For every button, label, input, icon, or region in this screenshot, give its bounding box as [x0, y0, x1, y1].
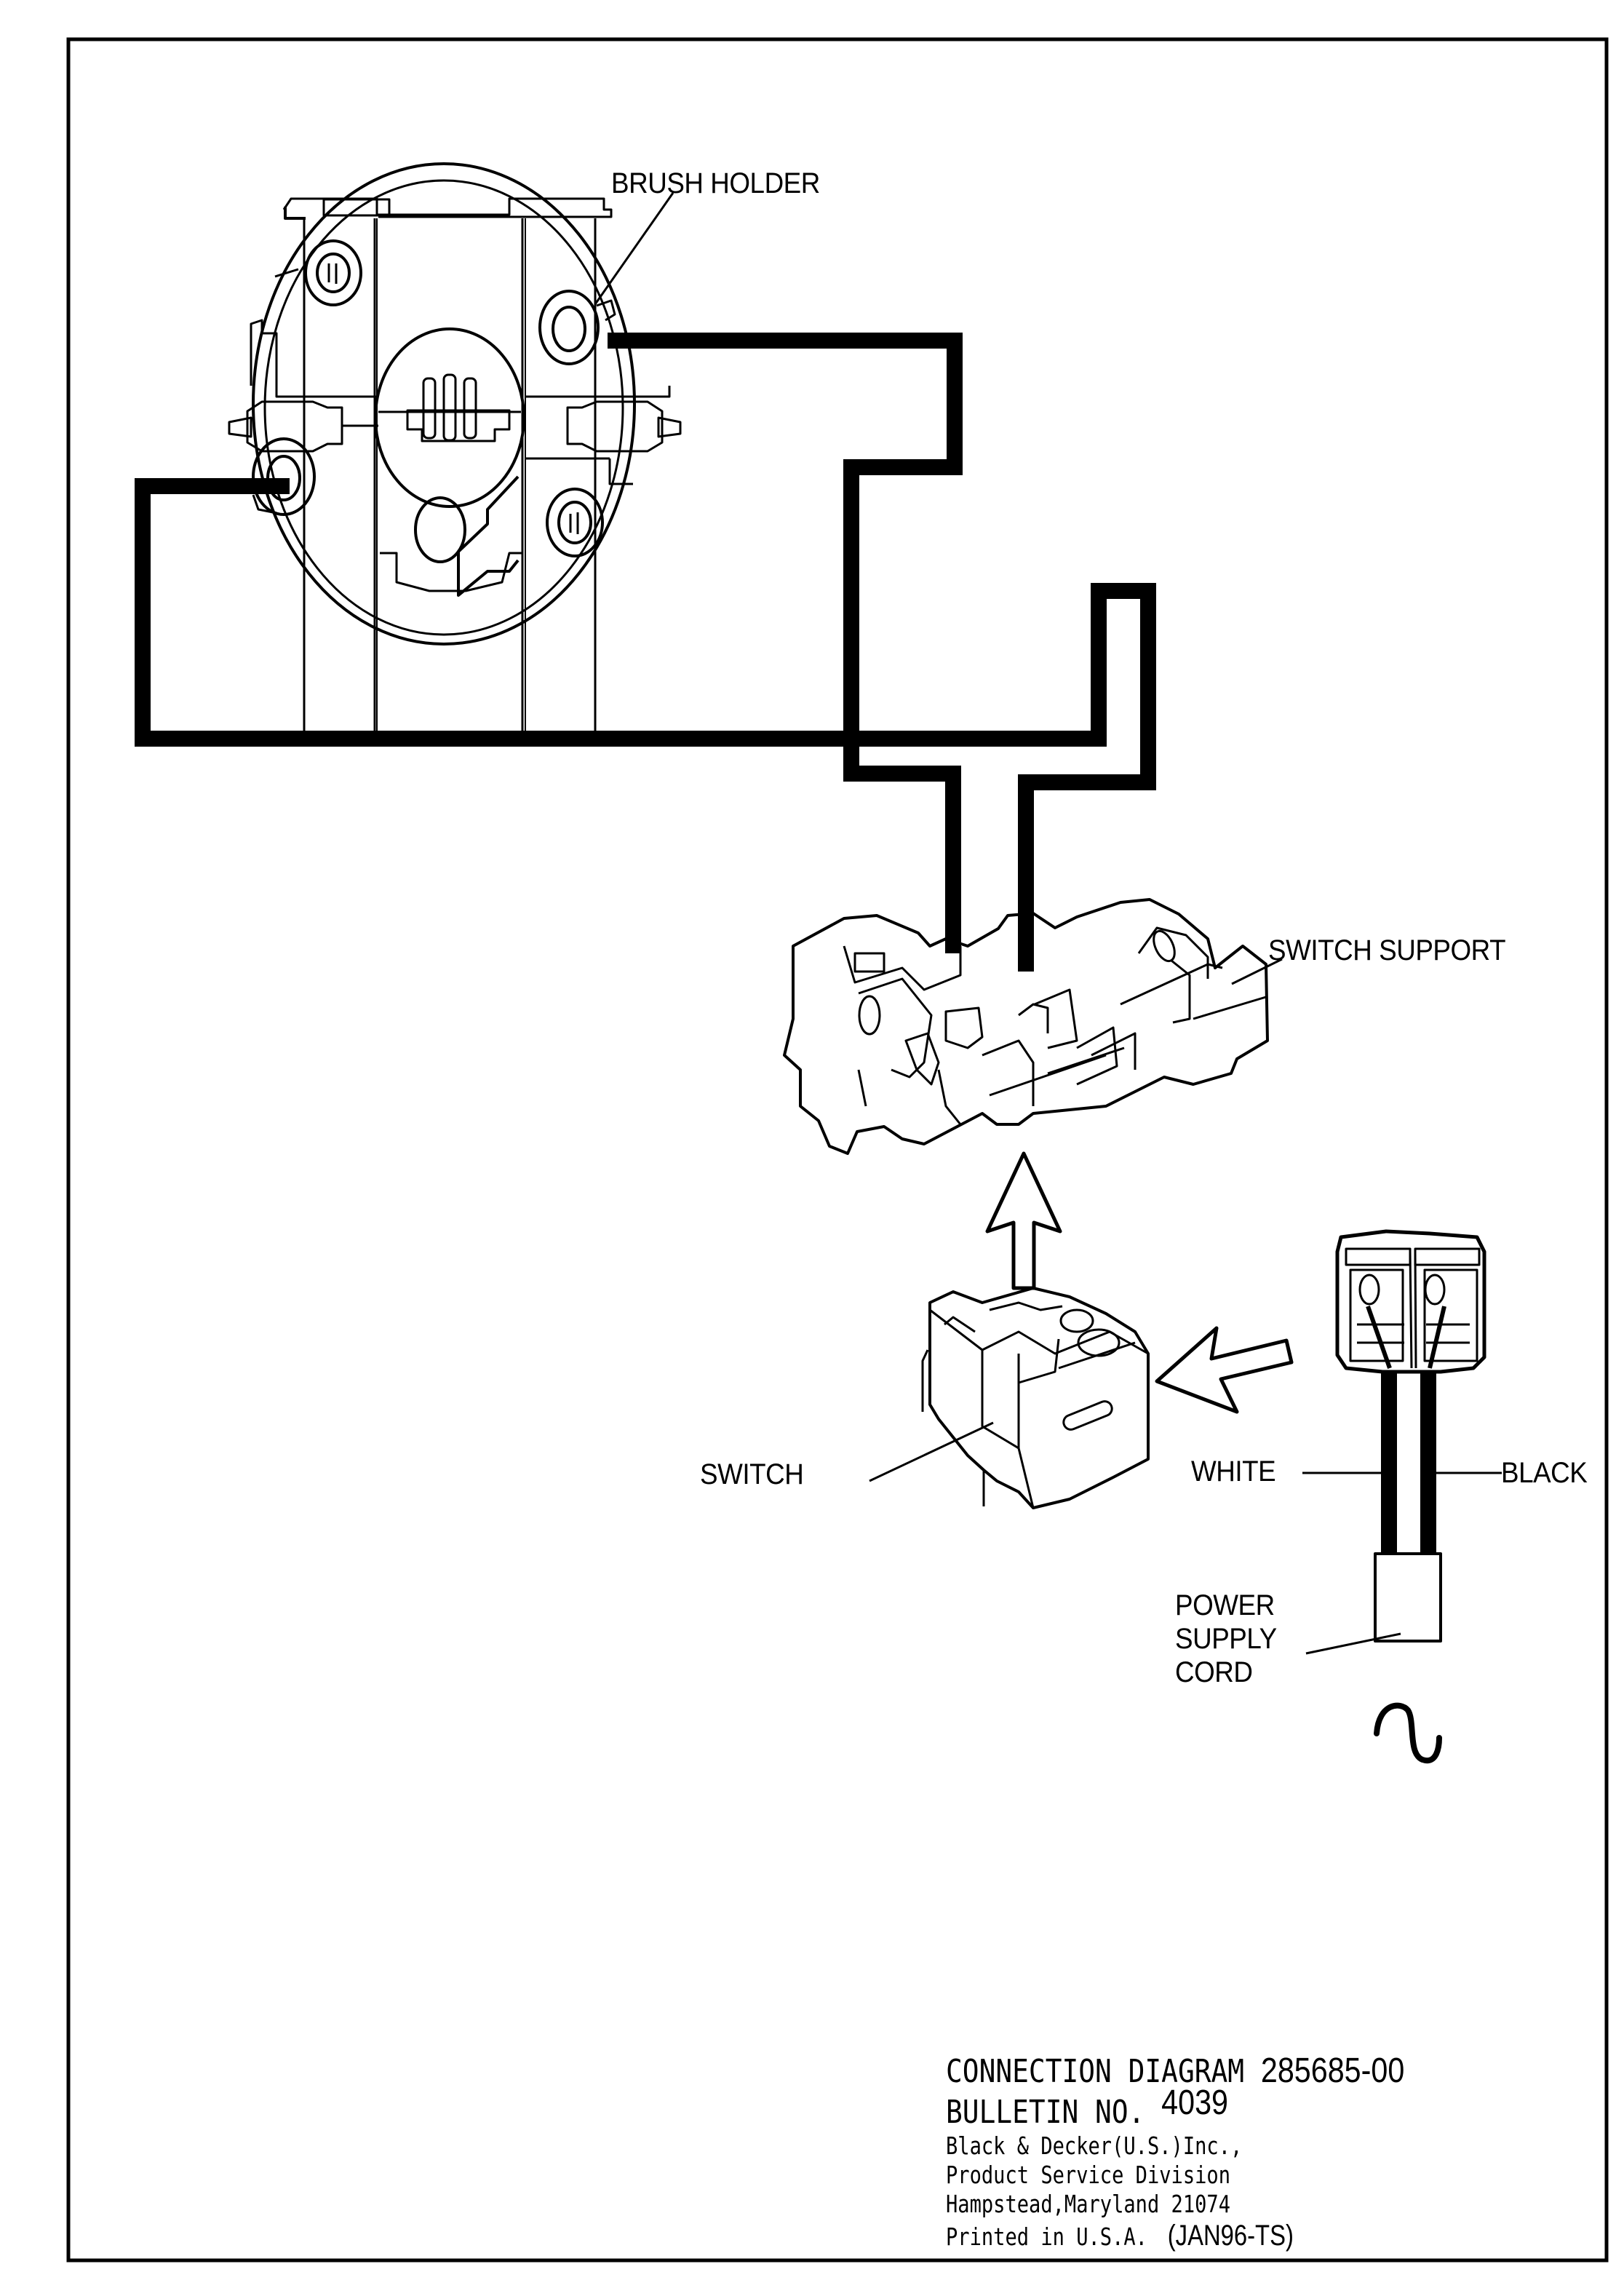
- printed-in: Printed in U.S.A.: [946, 2223, 1147, 2251]
- terminal-lower-left: [252, 437, 316, 516]
- switch-leader: [869, 1421, 994, 1482]
- wires: [135, 333, 1156, 972]
- commutator: [374, 327, 525, 508]
- cord-sheath: [1374, 1552, 1442, 1643]
- ac-power-symbol-icon: [1374, 1702, 1442, 1764]
- terminal-upper-right: [538, 290, 600, 365]
- switch-body: [928, 1287, 1150, 1509]
- switch-label: SWITCH: [700, 1458, 804, 1490]
- title-line-1: CONNECTION DIAGRAM 285685-00: [946, 2054, 1404, 2089]
- bearing-hole: [414, 496, 466, 563]
- terminal-upper-left: [304, 239, 362, 306]
- cord-connector-block: [1335, 1229, 1486, 1374]
- diagram-number: 285685-00: [1260, 2051, 1405, 2090]
- white-wire-label: WHITE: [1191, 1455, 1276, 1487]
- insert-left-arrow-icon: [1155, 1326, 1294, 1414]
- power-cord-label-line3: CORD: [1175, 1656, 1253, 1688]
- white-wire-outline-left: [1381, 1372, 1397, 1557]
- company-address: Hampstead,Maryland 21074: [946, 2190, 1230, 2218]
- power-cord-label-line1: POWER: [1175, 1589, 1275, 1621]
- switch-support-leader: [1231, 958, 1283, 985]
- brush-holder-inner-shell: [263, 179, 624, 636]
- power-cord-drawing: [1302, 1229, 1502, 1655]
- switch-slot: [1062, 1400, 1113, 1431]
- switch-support-drawing: [783, 898, 1283, 1155]
- bulletin-label: BULLETIN NO.: [946, 2094, 1145, 2131]
- black-wire-label: BLACK: [1501, 1457, 1588, 1489]
- insert-up-arrow-icon: [985, 1151, 1062, 1290]
- switch-support-body: [783, 898, 1269, 1155]
- power-cord-leader: [1305, 1632, 1401, 1655]
- brush-holder-outer-shell: [252, 162, 636, 646]
- print-code: (JAN96-TS): [1167, 2220, 1294, 2252]
- terminal-lower-right: [546, 488, 604, 557]
- wire-brush-a-to-switch-support: [608, 333, 963, 953]
- brush-holder-drawing: [228, 162, 682, 744]
- switch-support-label: SWITCH SUPPORT: [1268, 934, 1506, 966]
- bulletin-number: 4039: [1161, 2084, 1229, 2122]
- switch-drawing: [869, 1287, 1150, 1509]
- brush-holder-label: BRUSH HOLDER: [611, 167, 820, 199]
- wire-brush-b-to-switch-support: [135, 478, 1156, 972]
- power-cord-label-line2: SUPPLY: [1175, 1623, 1277, 1655]
- diagram-title: CONNECTION DIAGRAM: [946, 2053, 1245, 2090]
- company-name: Black & Decker(U.S.)Inc.,: [946, 2132, 1243, 2160]
- brush-holder-leader: [594, 192, 674, 305]
- title-line-2: BULLETIN NO. 4039: [946, 2086, 1228, 2131]
- black-wire: [1420, 1372, 1436, 1557]
- division-name: Product Service Division: [946, 2161, 1230, 2189]
- page-frame: [66, 37, 1609, 2263]
- print-info: Printed in U.S.A. (JAN96-TS): [946, 2221, 1294, 2250]
